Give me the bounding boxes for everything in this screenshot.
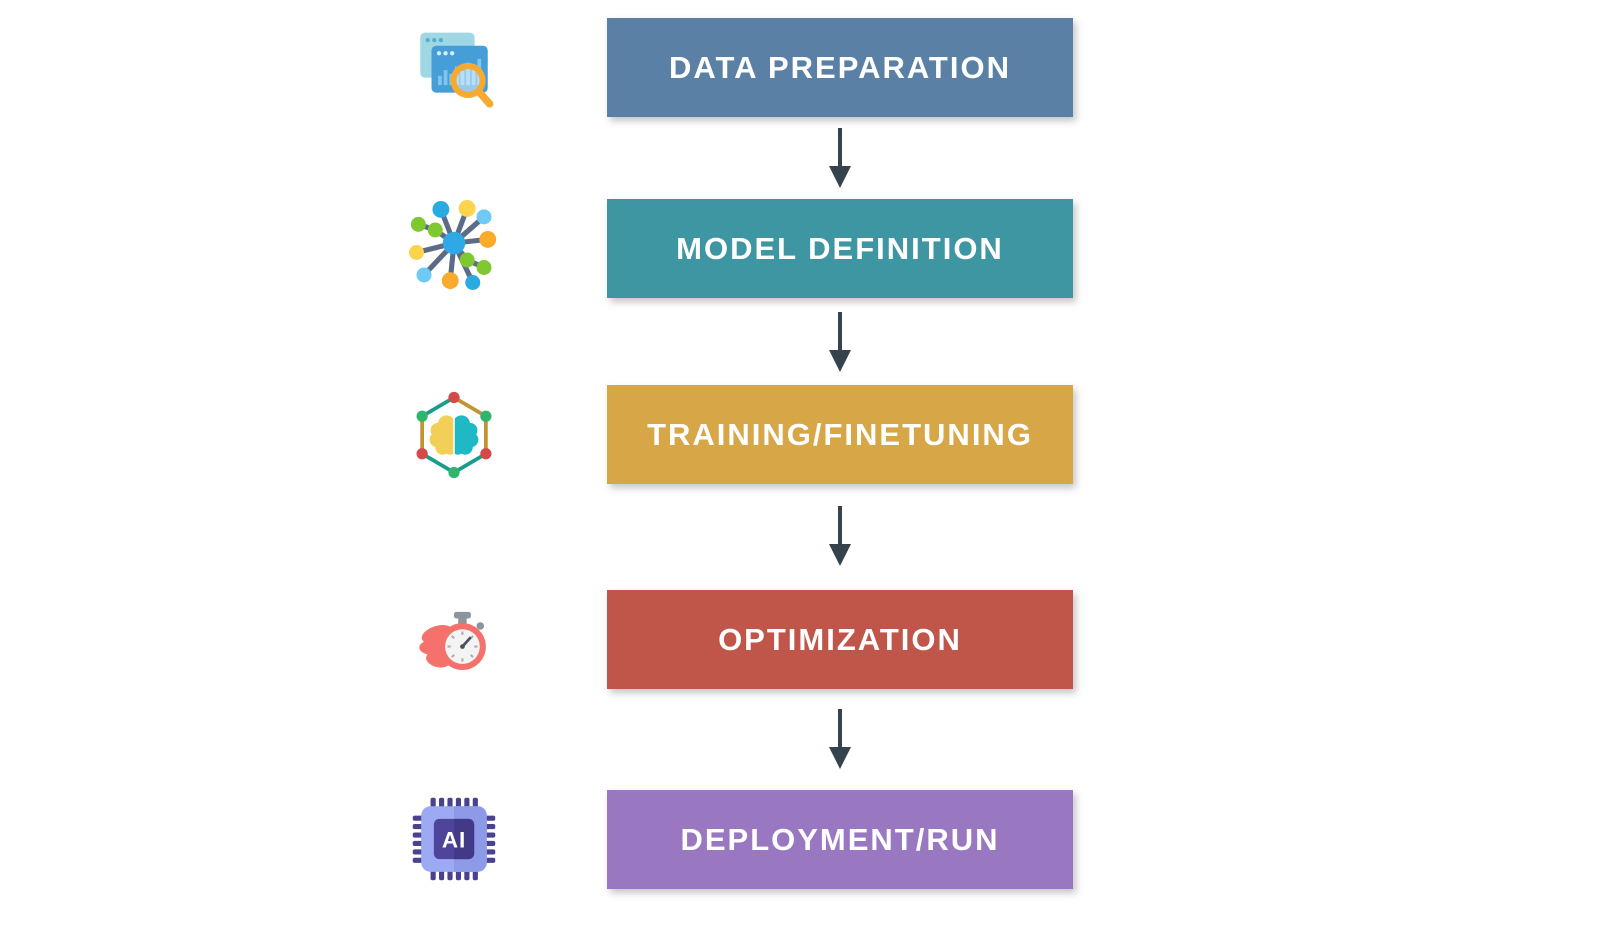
flow-arrow	[825, 709, 855, 769]
step-box-data-preparation: DATA PREPARATION	[607, 18, 1073, 117]
ai-chip-icon: AI	[409, 794, 499, 884]
step-label: DEPLOYMENT/RUN	[680, 821, 1000, 857]
step-box-training-finetuning: TRAINING/FINETUNING	[607, 385, 1073, 484]
ai-chip-text: AI	[442, 827, 466, 852]
step-box-model-definition: MODEL DEFINITION	[607, 199, 1073, 298]
step-label: DATA PREPARATION	[669, 49, 1011, 85]
flow-arrow	[825, 312, 855, 372]
step-label: TRAINING/FINETUNING	[647, 416, 1033, 452]
stopwatch-flame-icon	[409, 595, 499, 685]
step-box-optimization: OPTIMIZATION	[607, 590, 1073, 689]
step-label: MODEL DEFINITION	[676, 230, 1004, 266]
step-label: OPTIMIZATION	[718, 621, 962, 657]
flow-arrow	[825, 128, 855, 188]
data-analysis-search-icon	[409, 27, 499, 117]
network-nodes-icon	[409, 200, 499, 290]
step-box-deployment-run: DEPLOYMENT/RUN	[607, 790, 1073, 889]
flow-arrow	[825, 506, 855, 566]
brain-hexagon-icon	[409, 390, 499, 480]
